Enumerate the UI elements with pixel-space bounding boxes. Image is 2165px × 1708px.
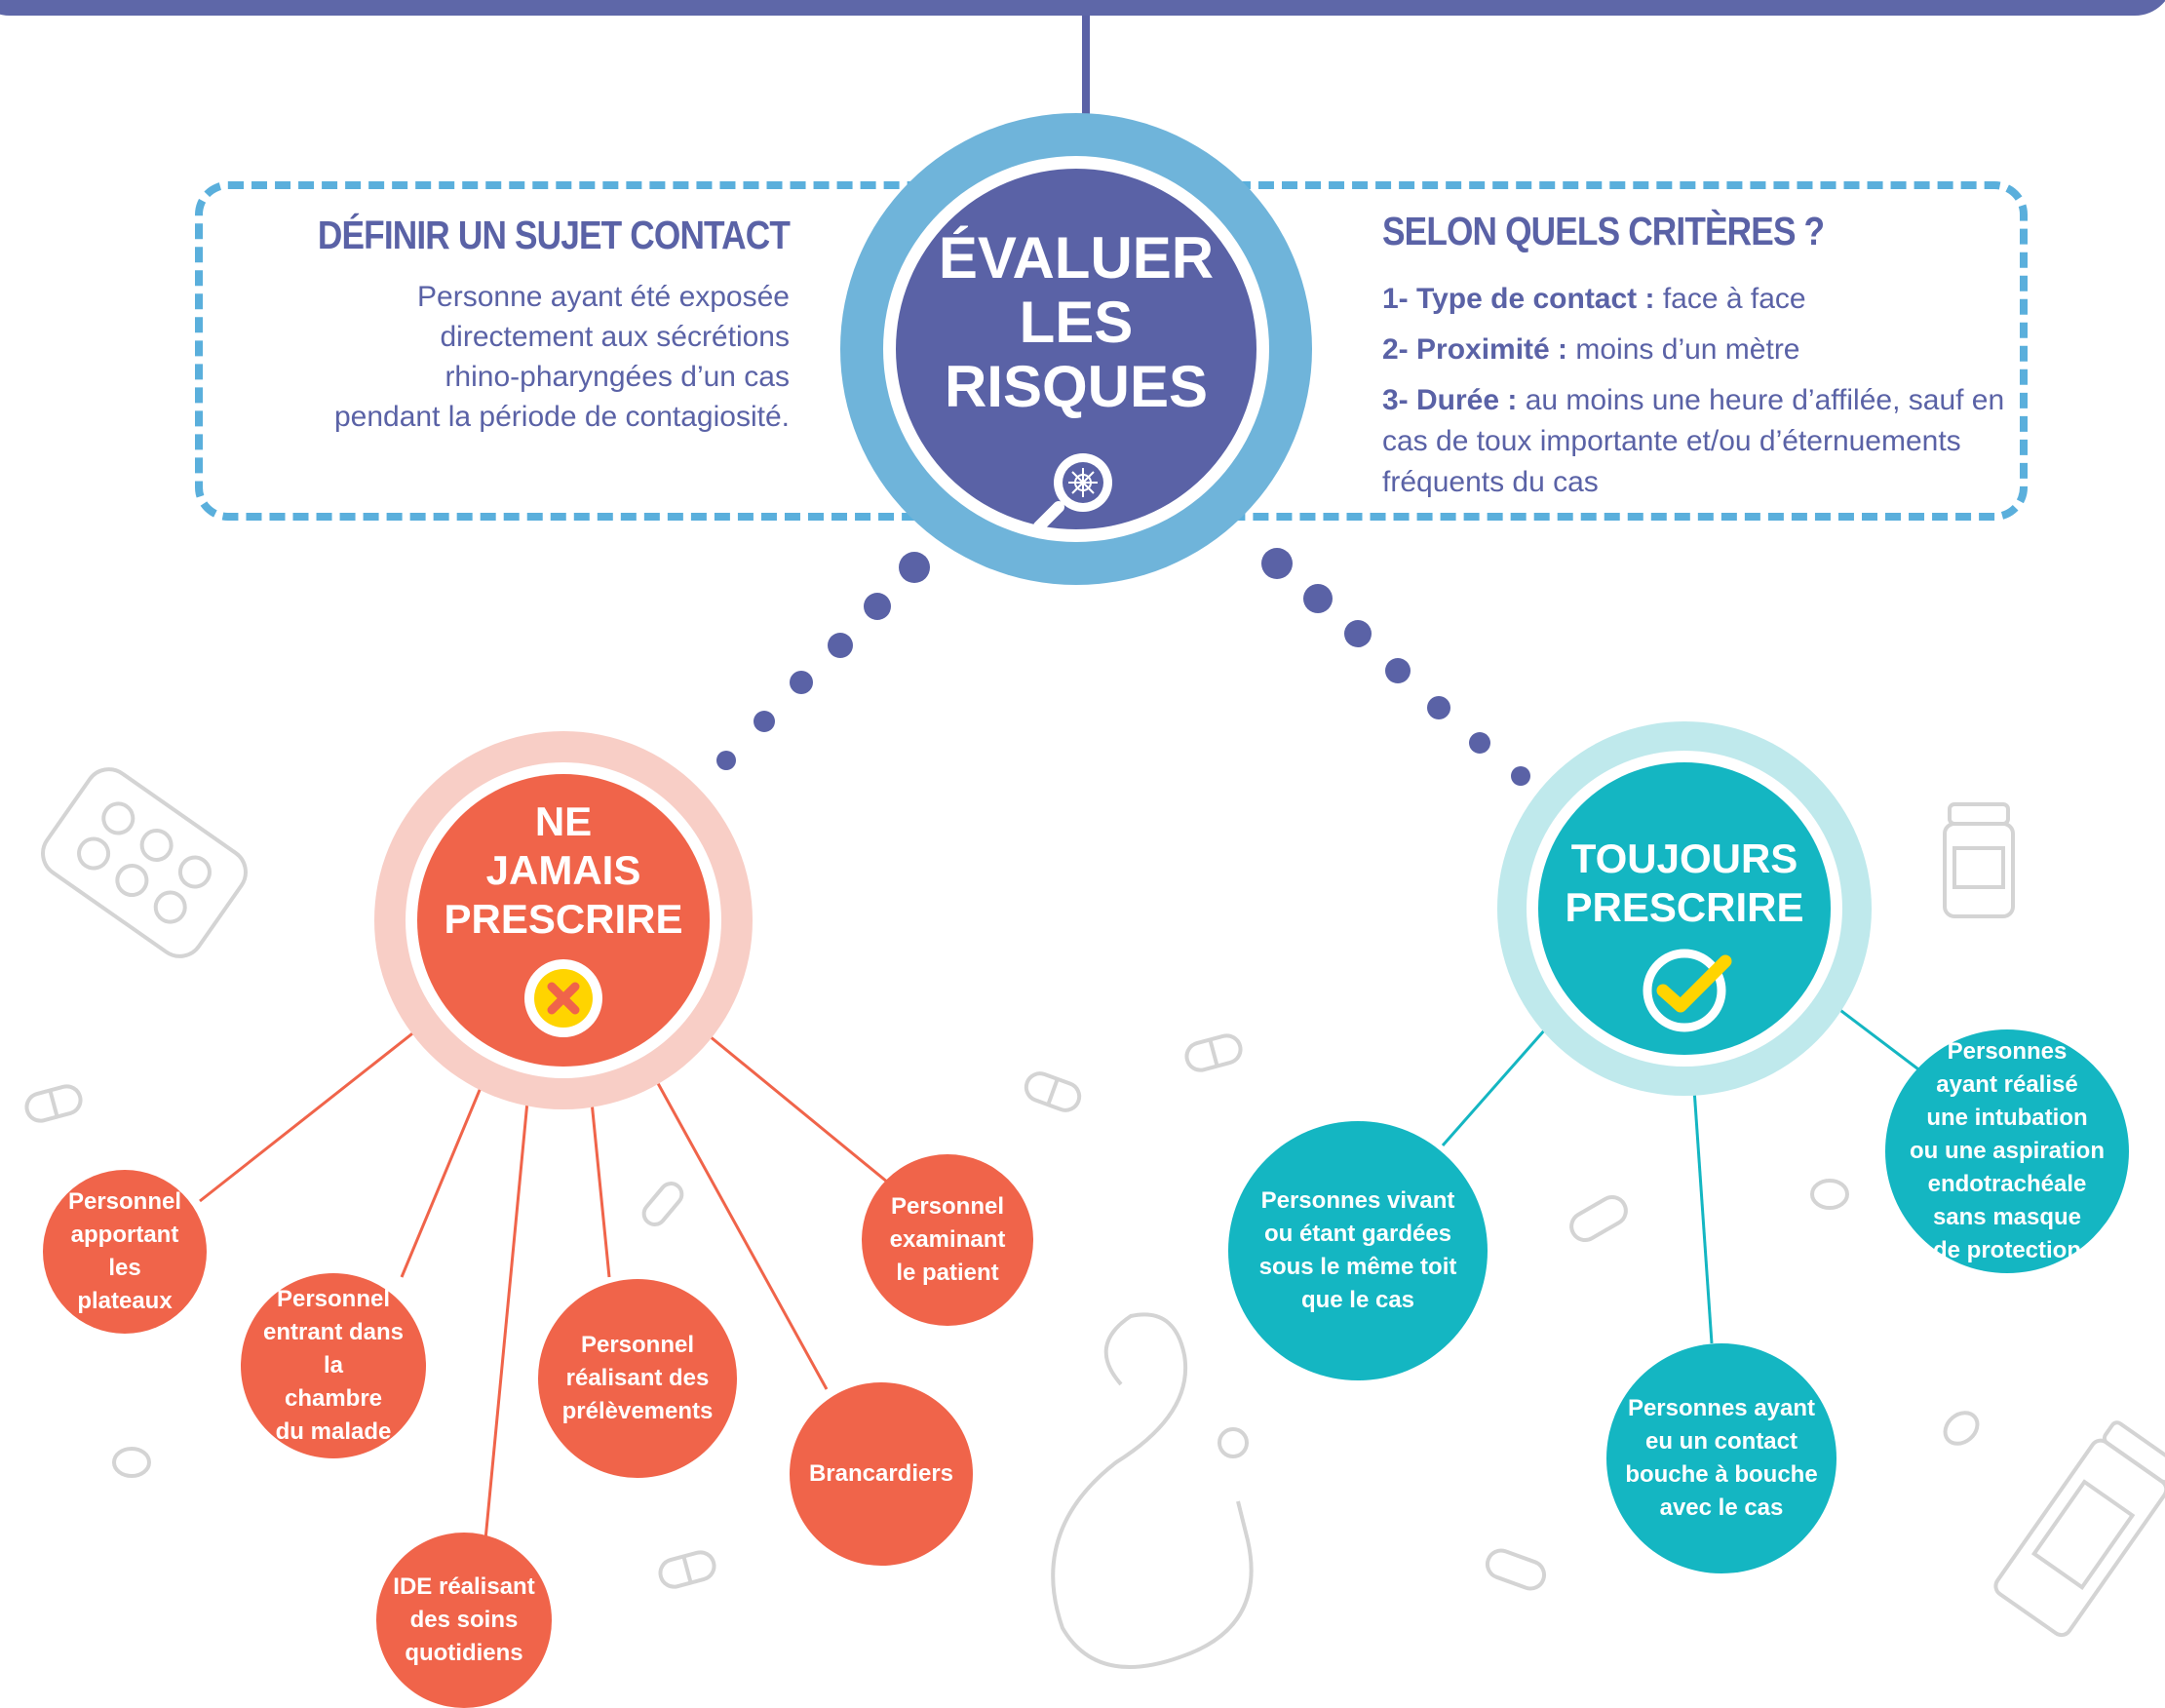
capsule-icon: [1485, 1548, 1547, 1591]
criteria-text: au moins une heure d’affilée, sauf en ca…: [1382, 384, 2005, 498]
pill-bottle-icon: [1943, 802, 2015, 918]
never-prescribe-title: NE JAMAIS PRESCRIRE: [444, 798, 683, 942]
always-leaf-intubation: Personnes ayant réalisé une intubation o…: [1885, 1029, 2129, 1273]
medicine-jar-icon: [1993, 1420, 2165, 1638]
never-leaf-stretcher: Brancardiers: [790, 1382, 973, 1566]
never-leaf-daily-care: IDE réalisant des soins quotidiens: [376, 1533, 552, 1708]
definition-line: pendant la période de contagiosité.: [333, 401, 790, 433]
capsule-icon: [1024, 1071, 1082, 1112]
capsule-icon: [641, 1182, 684, 1226]
evaluate-risks-title: ÉVALUER LES RISQUES: [938, 225, 1215, 419]
criteria-list: 1- Type de contact : face à face 2- Prox…: [1382, 279, 2006, 513]
top-banner: [0, 0, 2165, 16]
always-prescribe-title: TOUJOURS PRESCRIRE: [1565, 835, 1804, 930]
x-circle-icon: [524, 959, 602, 1037]
definition-title: DÉFINIR UN SUJET CONTACT: [317, 213, 791, 257]
magnifier-virus-icon: [1033, 453, 1112, 532]
pill-icon: [1943, 1411, 1980, 1446]
capsule-icon: [658, 1550, 716, 1589]
criteria-text: face à face: [1654, 283, 1806, 315]
capsule-icon: [1184, 1033, 1243, 1072]
criteria-item-type: 1- Type de contact : face à face: [1382, 279, 2006, 320]
definition-text: Personne ayant été exposée directement a…: [224, 277, 790, 437]
pill-icon: [1810, 1179, 1849, 1210]
definition-line: directement aux sécrétions: [440, 321, 790, 353]
always-leaf-mouth-contact: Personnes ayant eu un contact bouche à b…: [1606, 1343, 1836, 1573]
check-circle-icon: [1643, 949, 1732, 1032]
criteria-label: 1- Type de contact :: [1382, 283, 1655, 315]
never-leaf-room-entry: Personnel entrant dans la chambre du mal…: [241, 1273, 426, 1458]
background-icons: [24, 767, 2165, 1669]
capsule-icon: [1569, 1195, 1628, 1242]
criteria-text: moins d’un mètre: [1567, 333, 1800, 366]
criteria-label: 2- Proximité :: [1382, 333, 1568, 366]
criteria-item-duration: 3- Durée : au moins une heure d’affilée,…: [1382, 380, 2006, 503]
criteria-title: SELON QUELS CRITÈRES ?: [1382, 209, 1825, 253]
dotted-connector-left: [679, 552, 930, 808]
never-leaf-trays: Personnel apportant les plateaux: [43, 1170, 207, 1334]
dotted-connector-right: [1261, 548, 1568, 818]
definition-line: Personne ayant été exposée: [417, 281, 790, 313]
criteria-label: 3- Durée :: [1382, 384, 1518, 416]
never-leaf-samples: Personnel réalisant des prélèvements: [538, 1279, 737, 1478]
capsule-icon: [24, 1084, 83, 1123]
never-leaf-examining: Personnel examinant le patient: [862, 1154, 1033, 1326]
pill-blister-icon: [41, 767, 248, 958]
pill-icon: [112, 1447, 151, 1478]
always-leaf-household: Personnes vivant ou étant gardées sous l…: [1228, 1121, 1488, 1380]
criteria-item-proximity: 2- Proximité : moins d’un mètre: [1382, 330, 2006, 370]
definition-line: rhino-pharyngées d’un cas: [445, 361, 790, 393]
stethoscope-icon: [1051, 1312, 1254, 1669]
